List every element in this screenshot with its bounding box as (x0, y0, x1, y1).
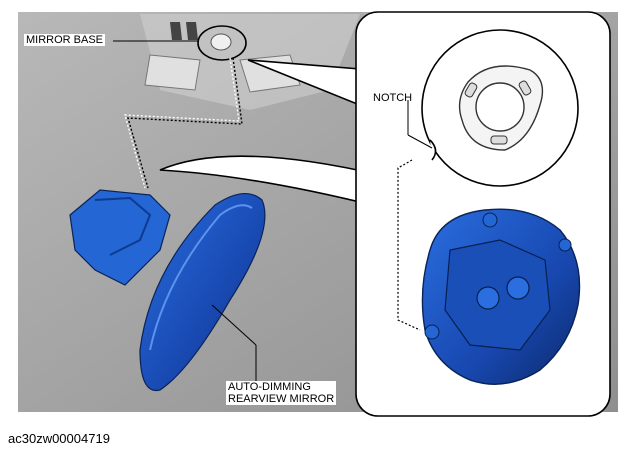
notch-cutout (429, 139, 437, 161)
mirror-base-slot (464, 82, 478, 98)
notch-leader-2 (407, 134, 433, 149)
mirror-diagram: MIRROR BASE NOTCH AUTO-DIMMING REARVIEW … (18, 11, 618, 417)
mirror-base-highlight (197, 25, 247, 61)
mirror-glass-edge (149, 204, 253, 351)
connector-screw-2 (506, 276, 530, 300)
mirror-base-center (475, 82, 525, 132)
mirror-base-slot-2 (518, 80, 532, 96)
clip-shape (170, 22, 182, 40)
mirror-stem (69, 189, 171, 286)
notch-label: NOTCH (373, 92, 413, 104)
mirror-housing (139, 193, 266, 392)
mirror-stem-detail (94, 196, 152, 256)
auto-dimming-mirror-label: AUTO-DIMMING REARVIEW MIRROR (226, 381, 337, 405)
auto-dimming-leader (211, 304, 257, 346)
mirror-base-label: MIRROR BASE (24, 34, 106, 46)
figure-caption: ac30zw00004719 (8, 431, 110, 446)
auto-dimming-line1: AUTO-DIMMING (228, 381, 311, 393)
connector-screw (476, 286, 500, 310)
bracket-shape (144, 54, 201, 91)
dotted-connector (127, 57, 243, 189)
connector-lug-2 (424, 324, 440, 340)
mirror-base-part (210, 33, 232, 51)
clip-shape-2 (186, 22, 198, 40)
auto-dimming-line2: REARVIEW MIRROR (228, 393, 335, 405)
dotted-connector-white (124, 57, 240, 189)
connector-lug-3 (558, 238, 572, 252)
mirror-base-slot-3 (490, 135, 508, 145)
connector-lug (482, 212, 498, 228)
notch-alignment-line (397, 159, 421, 331)
